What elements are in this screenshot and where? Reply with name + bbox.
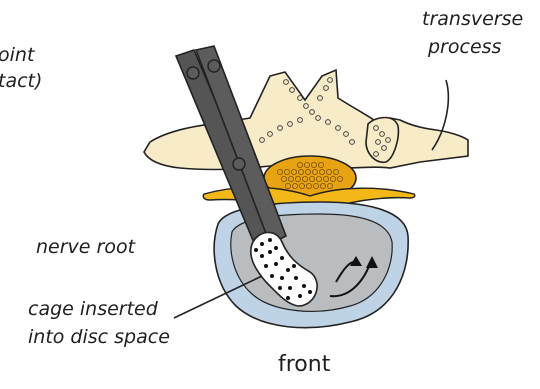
intervertebral-disc	[214, 202, 408, 328]
cage-label-line1: cage inserted	[28, 298, 158, 320]
cage-label-line2: into disc space	[28, 326, 170, 348]
front-label: front	[278, 352, 330, 377]
joint-label-line1: oint	[0, 44, 34, 66]
transverse-label-line1: transverse	[422, 8, 523, 30]
nerve-root-label: nerve root	[36, 236, 135, 258]
transverse-label-line2: process	[428, 36, 501, 58]
joint-label-line2: tact)	[0, 70, 42, 92]
